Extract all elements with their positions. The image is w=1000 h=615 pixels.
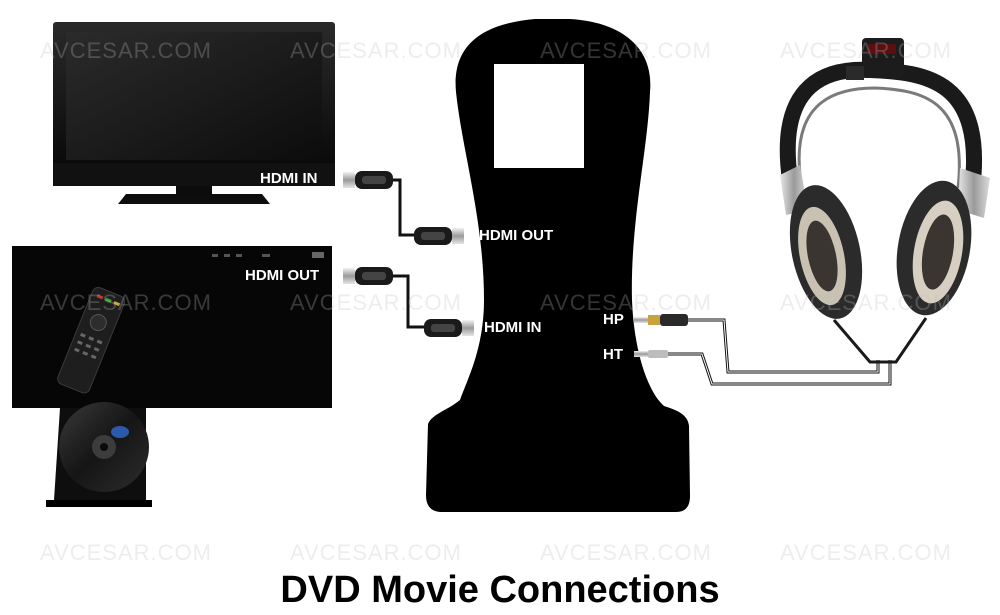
watermark: AVCESAR.COM [540, 540, 712, 565]
watermark: AVCESAR.COM [540, 38, 712, 63]
watermark: AVCESAR.COM [40, 290, 212, 315]
watermark: AVCESAR.COM [540, 290, 712, 315]
watermark: AVCESAR.COM [290, 290, 462, 315]
watermark: AVCESAR.COM [40, 540, 212, 565]
hdmi-cable-player [343, 267, 474, 337]
ht-jack-label: HT [603, 346, 623, 363]
headphones-icon [779, 38, 990, 364]
diagram-title: DVD Movie Connections [280, 569, 720, 611]
processor-hdmi-out-label: HDMI OUT [479, 227, 554, 244]
player-hdmi-out-label: HDMI OUT [245, 267, 320, 284]
watermark: AVCESAR.COM [290, 540, 462, 565]
watermark: AVCESAR.COM [780, 540, 952, 565]
tv-hdmi-in-label: HDMI IN [260, 170, 318, 187]
hdmi-cable-tv [343, 171, 464, 245]
disc-icon [59, 402, 149, 492]
watermark: AVCESAR.COM [780, 38, 952, 63]
watermark: AVCESAR.COM [40, 38, 212, 63]
watermark: AVCESAR.COM [290, 38, 462, 63]
remote-control-icon [57, 286, 126, 394]
headphone-cable [634, 314, 892, 386]
headphone-processor-icon [426, 19, 690, 512]
processor-hdmi-in-label: HDMI IN [484, 319, 542, 336]
hp-jack-label: HP [603, 311, 624, 328]
watermark: AVCESAR.COM [780, 290, 952, 315]
television-icon [53, 22, 335, 204]
